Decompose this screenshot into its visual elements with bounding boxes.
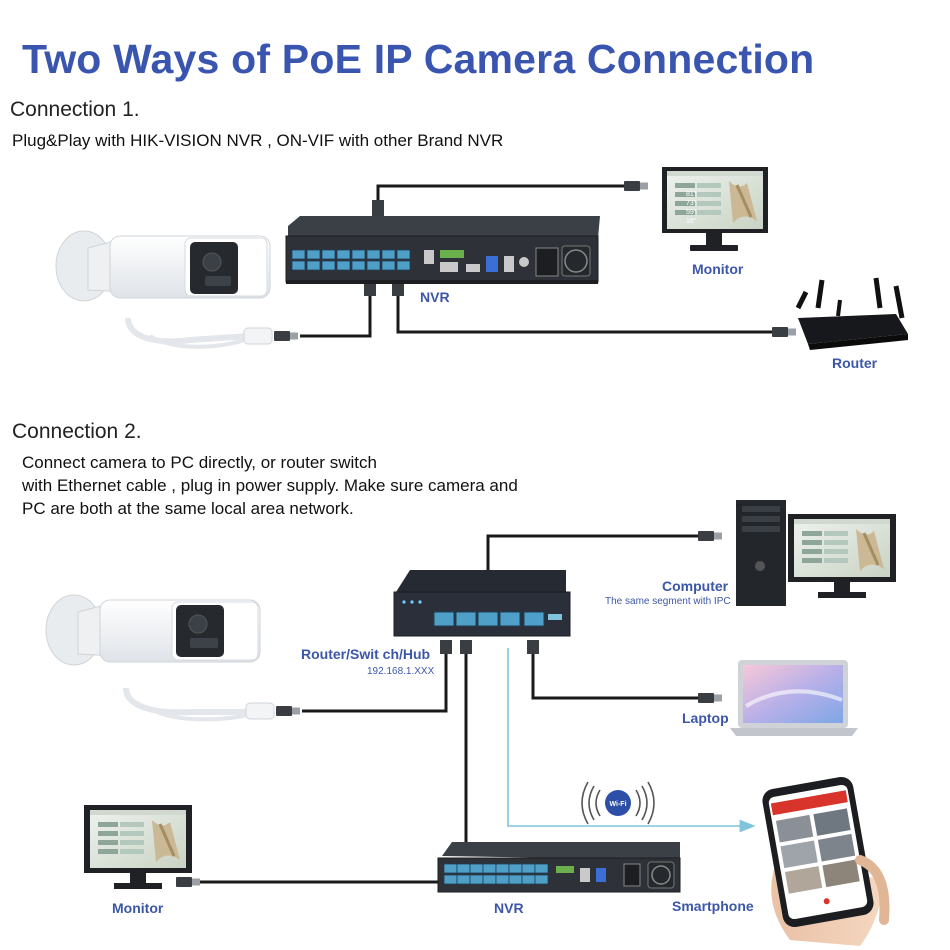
smartphone-icon bbox=[762, 776, 890, 946]
monitor-readings: 81° 73° 59° 16° bbox=[686, 190, 697, 226]
switch-ip-text: 192.168.1.XXX bbox=[367, 666, 435, 677]
connection2-diagram: Wi-Fi bbox=[45, 500, 896, 946]
nvr-label: NVR bbox=[494, 900, 524, 916]
connection1-heading: Connection 1. bbox=[10, 98, 140, 121]
wifi-icon: Wi-Fi bbox=[581, 781, 655, 825]
laptop-icon bbox=[730, 660, 858, 736]
monitor-icon bbox=[788, 514, 896, 598]
reading: 59° bbox=[686, 209, 697, 216]
router-label: Router bbox=[832, 355, 878, 371]
switch-label: Router/Swit ch/Hub bbox=[301, 646, 431, 662]
reading: 73° bbox=[686, 200, 697, 207]
nvr-icon bbox=[437, 842, 681, 893]
connection2-description-line: Connect camera to PC directly, or router… bbox=[22, 453, 377, 472]
monitor-label: Monitor bbox=[112, 900, 164, 916]
page-title: Two Ways of PoE IP Camera Connection bbox=[22, 36, 815, 82]
connection1-description: Plug&Play with HIK-VISION NVR , ON-VIF w… bbox=[12, 131, 504, 150]
connection2-description-line: with Ethernet cable , plug in power supp… bbox=[22, 476, 518, 495]
reading: 81° bbox=[686, 191, 697, 198]
laptop-label: Laptop bbox=[682, 710, 729, 726]
router-icon bbox=[795, 277, 908, 350]
wifi-badge-text: Wi-Fi bbox=[609, 801, 626, 808]
smartphone-label: Smartphone bbox=[672, 898, 754, 914]
connection2-description-line: PC are both at the same local area netwo… bbox=[22, 499, 354, 518]
nvr-icon bbox=[285, 216, 600, 284]
camera-icon bbox=[45, 594, 261, 666]
computer-tower-icon bbox=[736, 500, 786, 606]
connection2-heading: Connection 2. bbox=[12, 420, 142, 443]
camera-icon bbox=[55, 230, 271, 302]
computer-note-text: The same segment with IPC bbox=[605, 596, 731, 607]
computer-label: Computer bbox=[662, 578, 729, 594]
monitor-label: Monitor bbox=[692, 261, 744, 277]
connection2-description: Connect camera to PC directly, or router… bbox=[22, 451, 518, 520]
monitor-icon bbox=[662, 167, 768, 251]
nvr-label: NVR bbox=[420, 289, 450, 305]
reading: 16° bbox=[686, 218, 697, 225]
monitor-icon bbox=[84, 805, 192, 889]
connection1-diagram bbox=[55, 167, 908, 350]
network-switch-icon bbox=[393, 570, 571, 637]
